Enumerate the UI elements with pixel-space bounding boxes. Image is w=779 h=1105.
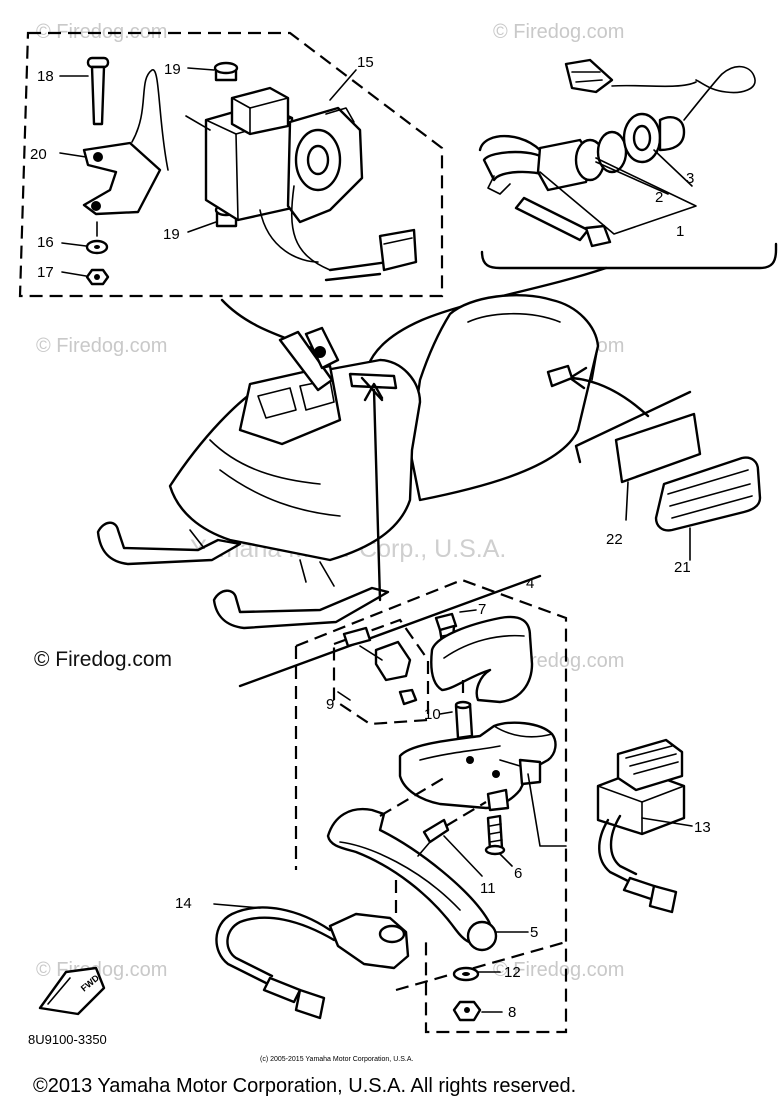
footer: 8U9100-3350 (c) 2005-2015 Yamaha Motor C… xyxy=(28,1032,576,1097)
callout-2: 2 xyxy=(655,189,663,206)
watermark-top-left: © Firedog.com xyxy=(36,21,167,43)
part-5-lever xyxy=(326,777,529,952)
callout-21: 21 xyxy=(674,559,691,576)
callout-numbers: 15 18 19 20 19 16 17 3 2 1 22 21 4 7 9 1… xyxy=(30,54,711,1021)
callout-17: 17 xyxy=(37,264,54,281)
callout-22: 22 xyxy=(606,531,623,548)
part-19-grommet-top xyxy=(187,61,239,82)
callout-1: 1 xyxy=(676,223,684,240)
part-14-cable xyxy=(213,880,410,1020)
callout-18: 18 xyxy=(37,68,54,85)
snowmobile-body xyxy=(96,294,650,630)
callout-14: 14 xyxy=(175,895,192,912)
fwd-arrow-icon: FWD xyxy=(38,966,106,1016)
callout-6: 6 xyxy=(514,865,522,882)
watermark-bottom-right: © Firedog.com xyxy=(493,959,624,981)
part-8-nut xyxy=(452,1000,503,1022)
small-notice: (c) 2005-2015 Yamaha Motor Corporation, … xyxy=(260,1056,413,1063)
callout-7: 7 xyxy=(478,601,486,618)
part-bracket-main xyxy=(398,721,557,812)
callout-20: 20 xyxy=(30,146,47,163)
callout-19-bottom: 19 xyxy=(163,226,180,243)
callout-3: 3 xyxy=(686,170,694,187)
watermark-top-right: © Firedog.com xyxy=(493,21,624,43)
part-17-nut xyxy=(61,268,110,286)
diagram-code: 8U9100-3350 xyxy=(28,1032,107,1047)
part-18-bolt xyxy=(59,56,110,126)
callout-5: 5 xyxy=(530,924,538,941)
watermark-dark-left: © Firedog.com xyxy=(34,648,172,671)
callout-10: 10 xyxy=(424,706,441,723)
part-11-screw xyxy=(417,801,487,877)
watermark-bottom-left: © Firedog.com xyxy=(36,959,167,981)
callout-19-top: 19 xyxy=(164,61,181,78)
main-switch-group xyxy=(366,58,778,368)
part-12-washer xyxy=(452,966,501,982)
part-16-washer xyxy=(61,221,109,255)
watermark-mid-left: © Firedog.com xyxy=(36,335,167,357)
callout-12: 12 xyxy=(504,964,521,981)
callout-11: 11 xyxy=(480,880,496,897)
part-6-screw xyxy=(484,814,513,867)
copyright-notice: ©2013 Yamaha Motor Corporation, U.S.A. A… xyxy=(33,1075,576,1097)
group-box-9 xyxy=(332,618,430,726)
part-20-bracket xyxy=(59,69,169,216)
part-13-switch xyxy=(527,738,693,914)
callout-13: 13 xyxy=(694,819,711,836)
part-4-cover xyxy=(430,615,534,704)
callout-15: 15 xyxy=(357,54,374,71)
group-box-4 xyxy=(238,574,568,1034)
callout-16: 16 xyxy=(37,234,54,251)
part-15-control-unit xyxy=(185,69,418,282)
reflector-group xyxy=(574,390,762,561)
callout-9: 9 xyxy=(326,696,334,713)
callout-4: 4 xyxy=(526,575,534,592)
callout-8: 8 xyxy=(508,1004,516,1021)
